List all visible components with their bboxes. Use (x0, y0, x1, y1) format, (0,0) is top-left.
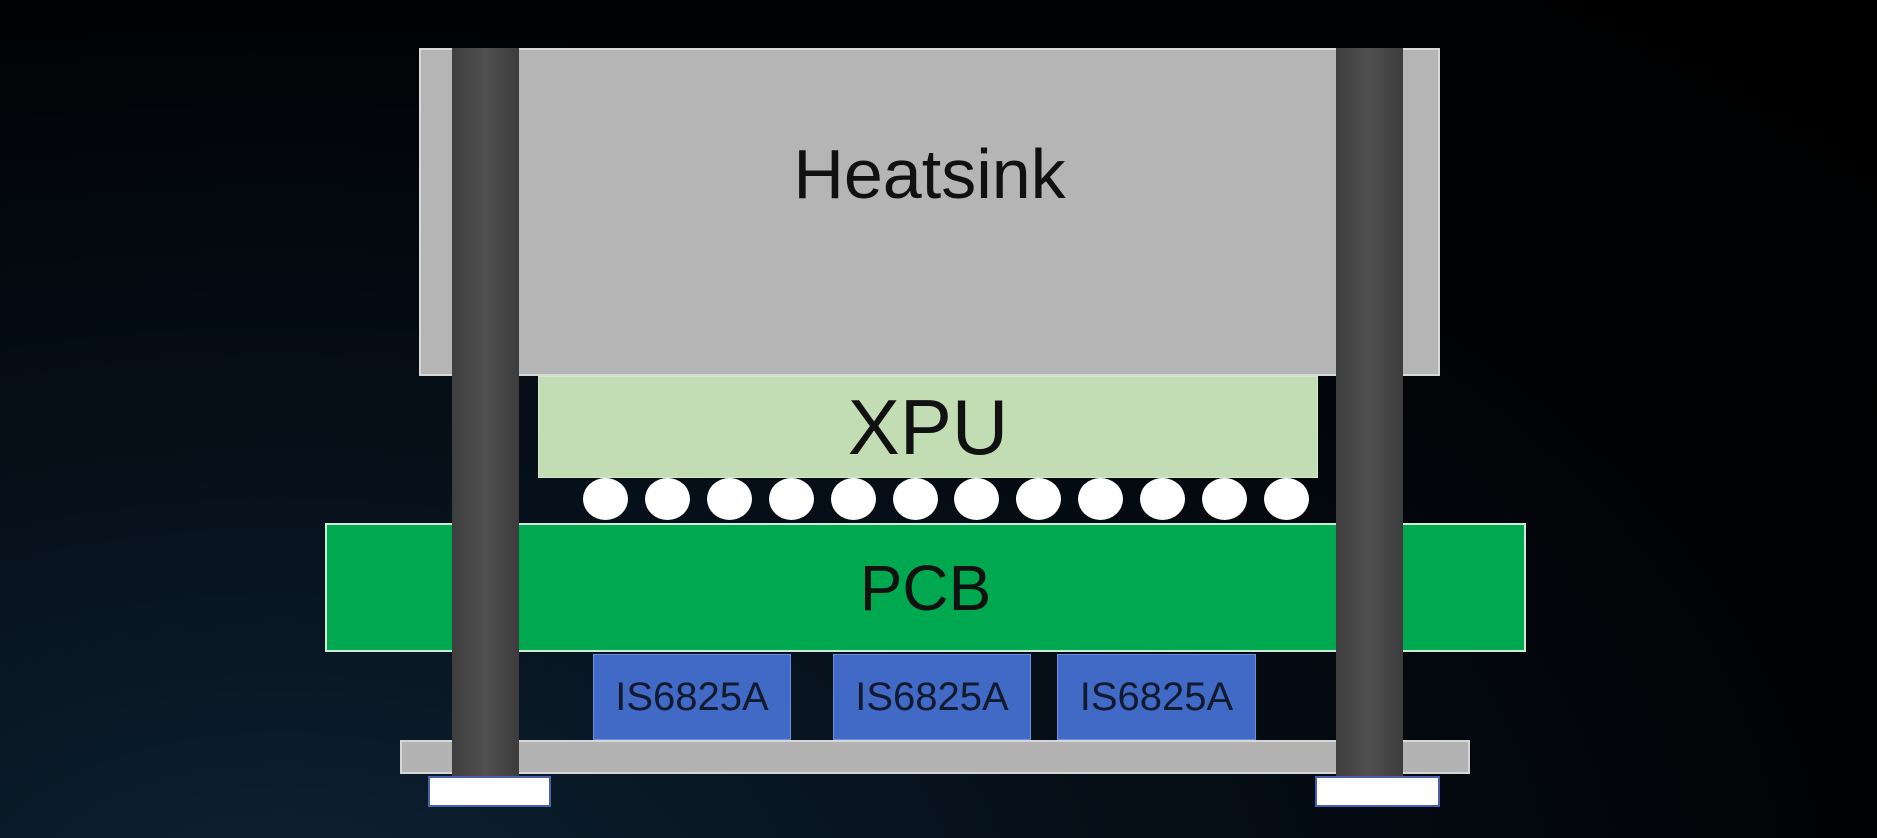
solder-ball (954, 478, 999, 520)
base-plate (400, 740, 1470, 774)
solder-ball (1016, 478, 1061, 520)
solder-ball (831, 478, 876, 520)
mounting-post-left (452, 48, 519, 776)
solder-ball (893, 478, 938, 520)
chip-3: IS6825A (1057, 654, 1256, 740)
heatsink-block: Heatsink (419, 48, 1440, 376)
solder-ball (769, 478, 814, 520)
chip-3-label: IS6825A (1079, 674, 1234, 719)
xpu-label: XPU (847, 382, 1009, 471)
solder-ball (1264, 478, 1309, 520)
mounting-foot-right (1315, 776, 1440, 807)
solder-ball (707, 478, 752, 520)
solder-ball (1078, 478, 1123, 520)
mounting-post-right (1336, 48, 1403, 776)
pcb-label: PCB (859, 551, 992, 624)
solder-ball (1140, 478, 1185, 520)
solder-ball (583, 478, 628, 520)
chip-1: IS6825A (593, 654, 791, 740)
pcb-block: PCB (325, 523, 1526, 652)
chip-1-label: IS6825A (615, 674, 769, 719)
heatsink-label: Heatsink (793, 135, 1066, 213)
chip-2: IS6825A (833, 654, 1031, 740)
solder-ball (645, 478, 690, 520)
mounting-foot-left (428, 776, 551, 807)
solder-ball (1202, 478, 1247, 520)
xpu-block: XPU (538, 376, 1318, 478)
chip-2-label: IS6825A (855, 674, 1009, 719)
